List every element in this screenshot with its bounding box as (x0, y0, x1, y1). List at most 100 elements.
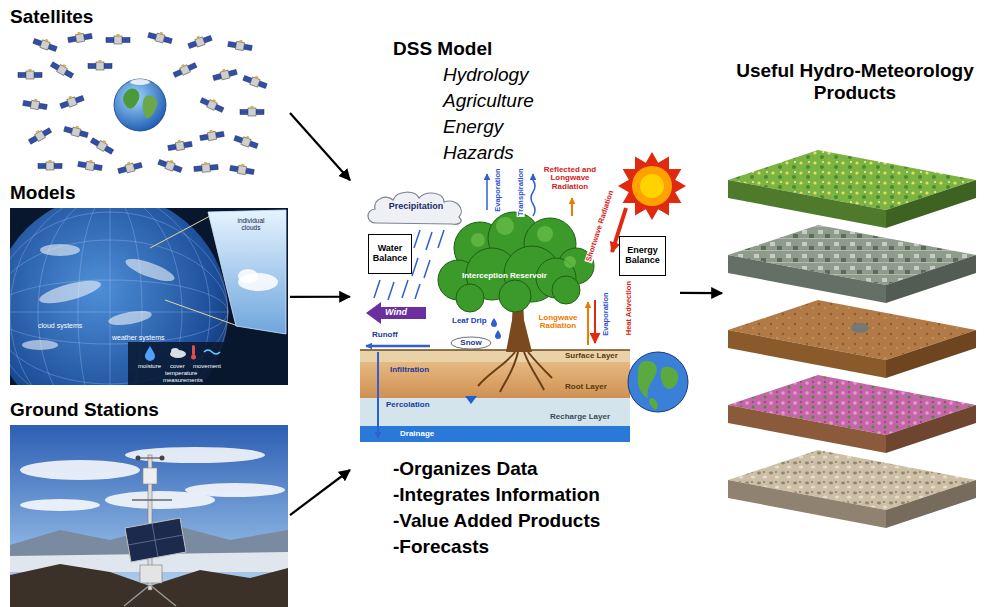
snow-patch: Snow (450, 336, 492, 350)
illustration-part (77, 158, 102, 172)
cloud-label: Precipitation (389, 202, 444, 212)
domain-item: Agriculture (443, 90, 534, 112)
illustration-part (38, 160, 62, 170)
ground-station-photo (10, 425, 288, 607)
illustration-part (495, 330, 501, 339)
illustration-part (412, 258, 418, 276)
illustration-part (368, 192, 461, 224)
bullet-point: -Forecasts (393, 536, 489, 558)
flux-label: Longwave Radiation (533, 314, 583, 331)
source-panel: Models (5, 180, 290, 387)
illustration-part (125, 518, 186, 562)
domain-item: Hydrology (443, 64, 529, 86)
illustration-part (125, 447, 265, 463)
illustration-part (471, 217, 576, 268)
illustration-part (886, 255, 976, 303)
domain-item: Hazards (443, 142, 514, 164)
illustration-part (564, 256, 576, 268)
layer-label: Root Layer (565, 382, 607, 391)
layer-label: Drainage (400, 429, 434, 438)
illustration-part (67, 30, 92, 44)
illustration-part (414, 230, 420, 248)
satellite-constellation (18, 29, 268, 176)
illustration-part (638, 361, 657, 398)
illustration-part (886, 480, 976, 528)
illustration-part (374, 280, 380, 298)
illustration-part (661, 367, 679, 389)
illustration-part (32, 35, 58, 53)
illustration-part (138, 457, 162, 458)
illustration-part (886, 405, 976, 453)
flux-label: Percolation (386, 400, 430, 409)
box-label: Energy Balance (620, 246, 665, 266)
illustration-part (728, 330, 886, 378)
illustration-part (20, 499, 100, 511)
illustration-part (478, 352, 552, 392)
illustration-part (366, 345, 430, 348)
illustration-part (199, 94, 225, 113)
illustration-part (360, 350, 630, 362)
source-panel: Satellites (5, 4, 290, 184)
domain-item: Energy (443, 116, 503, 138)
illustration-part (402, 280, 408, 298)
illustration-part (571, 198, 573, 216)
flux-label: Transpiration (517, 167, 525, 217)
illustration-part (124, 585, 150, 606)
illustration-part (167, 138, 192, 152)
picture-label: measurements (163, 377, 203, 383)
illustration-part (128, 535, 183, 545)
illustration-part (128, 342, 238, 385)
soil-band: InfiltrationRoot Layer (360, 362, 630, 398)
illustration-part (20, 447, 285, 511)
illustration-part (150, 585, 176, 606)
illustration-part (123, 255, 177, 286)
illustration-part (451, 337, 491, 349)
illustration-part (50, 59, 76, 80)
illustration-part (486, 174, 488, 210)
illustration-part (22, 97, 47, 111)
layer-label: Surface Layer (565, 351, 618, 360)
canopy-label: Interception Reservoir (462, 272, 547, 281)
illustration-part (438, 212, 594, 312)
bullet-point: -Integrates Information (393, 484, 600, 506)
illustration-part (123, 89, 139, 109)
illustration-part (360, 398, 630, 426)
illustration-part (377, 352, 379, 438)
illustration-part (10, 208, 228, 385)
source-panel: Ground Stations (5, 396, 290, 606)
illustration-part (171, 348, 179, 354)
illustration-part (728, 180, 886, 228)
illustration-part (132, 499, 172, 501)
precipitation-cloud: Precipitation (364, 188, 468, 226)
illustration-part (618, 152, 686, 220)
illustration-part (640, 174, 664, 198)
snow-label: Snow (460, 339, 481, 348)
illustration-part (59, 92, 85, 110)
flux-label: Runoff (372, 331, 398, 340)
illustration-part (594, 300, 596, 343)
illustration-part (37, 276, 103, 308)
illustration-part (238, 269, 258, 283)
flux-label: Leaf Drip (452, 317, 487, 326)
illustration-part (10, 208, 228, 385)
illustration-part (140, 565, 162, 583)
illustration-part (537, 226, 553, 242)
soil-band: Drainage (360, 426, 630, 442)
illustration-part (145, 346, 155, 361)
illustration-part (851, 323, 869, 333)
illustration-part (106, 34, 130, 44)
picture-label: movement (193, 363, 221, 369)
illustration-part (114, 79, 166, 131)
illustration-part (199, 128, 224, 142)
illustration-part (728, 405, 886, 453)
illustration-part (886, 330, 976, 378)
illustration-part (10, 564, 288, 607)
bullet-point: -Organizes Data (393, 458, 538, 480)
illustration-part (227, 38, 252, 52)
climate-model-picture (10, 208, 288, 385)
illustration-part (160, 456, 165, 461)
illustration-part (360, 349, 630, 351)
illustration-part (187, 32, 213, 50)
panel-heading: Satellites (10, 6, 93, 28)
